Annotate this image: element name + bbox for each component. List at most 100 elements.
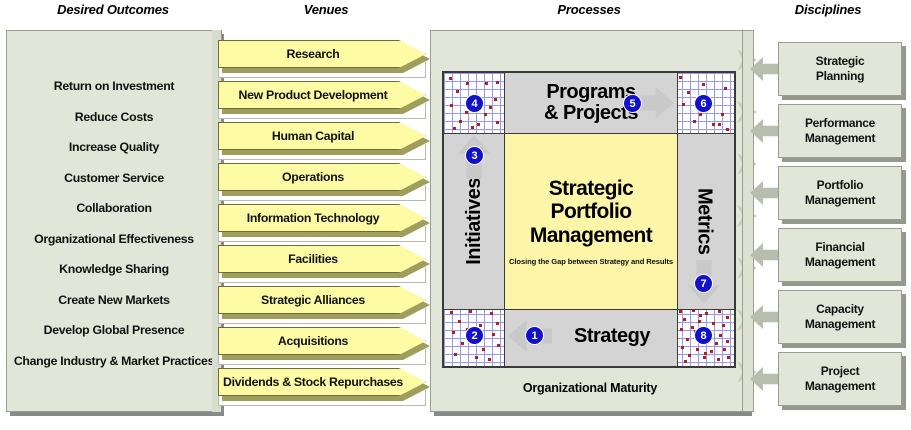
venue-arrow-row[interactable]: Operations <box>218 163 434 197</box>
disciplines-spine <box>742 30 754 412</box>
scatter-dot <box>482 348 485 351</box>
badge-6: 6 <box>695 95 712 112</box>
venue-arrow-row[interactable]: Information Technology <box>218 204 434 238</box>
outcome-item: Increase Quality <box>68 140 160 154</box>
scatter-dot <box>724 87 727 90</box>
scatter-dot <box>484 113 487 116</box>
venue-label: Operations <box>282 170 344 184</box>
processes-panel: Programs& Projects Initiatives Metrics S… <box>430 30 757 412</box>
organizational-maturity-label: Organizational Maturity <box>522 381 658 395</box>
scatter-dot <box>696 348 699 351</box>
band-strategy: Strategy <box>504 305 678 367</box>
processes-matrix: Programs& Projects Initiatives Metrics S… <box>442 71 736 368</box>
band-metrics-label: Metrics <box>693 188 716 255</box>
scatter-dot <box>489 106 492 109</box>
scatter-dot <box>719 334 722 337</box>
venue-label: Acquisitions <box>277 334 349 348</box>
venue-arrow-row[interactable]: Acquisitions <box>218 327 434 361</box>
scatter-dot <box>726 316 729 319</box>
scatter-dot <box>680 328 683 331</box>
venue-label: Dividends & Stock Repurchases <box>223 375 403 389</box>
column-header-1: Venues <box>303 2 349 17</box>
badge-7: 7 <box>695 275 712 292</box>
scatter-dot <box>458 320 461 323</box>
scatter-dot <box>712 123 715 126</box>
badge-8: 8 <box>695 327 712 344</box>
scatter-dot <box>699 113 702 116</box>
outcome-item: Knowledge Sharing <box>59 262 169 276</box>
scatter-dot <box>452 331 455 334</box>
scatter-dot <box>684 360 687 363</box>
column-header-3: Disciplines <box>794 2 862 17</box>
scatter-dot <box>461 342 464 345</box>
scatter-dot <box>471 126 474 129</box>
scatter-dot <box>699 314 702 317</box>
scatter-dot <box>715 342 718 345</box>
scatter-dot <box>679 310 682 313</box>
venue-arrow-row[interactable]: Facilities <box>218 245 434 279</box>
outcome-item: Customer Service <box>64 170 164 185</box>
scatter-dot <box>718 310 721 313</box>
scatter-dot <box>450 311 453 314</box>
scatter-dot <box>456 90 459 93</box>
venue-label: Information Technology <box>246 211 380 225</box>
outcome-item: Create New Markets <box>58 292 170 307</box>
column-header-2: Processes <box>557 2 621 17</box>
scatter-dot <box>450 104 453 107</box>
venue-arrow: Acquisitions <box>218 327 426 355</box>
venue-arrow-row[interactable]: New Product Development <box>218 81 434 115</box>
scatter-dot <box>712 322 715 325</box>
scatter-dot <box>466 82 469 85</box>
scatter-dot <box>496 322 499 325</box>
outcome-item: Collaboration <box>76 201 152 215</box>
scatter-dot <box>469 310 472 313</box>
scatter-dot <box>698 320 701 323</box>
venue-arrow: Facilities <box>218 245 426 273</box>
scatter-dot <box>704 352 707 355</box>
scatter-dot <box>717 358 720 361</box>
scatter-dot <box>496 81 499 84</box>
venue-arrow: Operations <box>218 163 426 191</box>
outcome-item: Organizational Effectiveness <box>34 231 194 246</box>
venue-arrow-row[interactable]: Research <box>218 40 434 74</box>
scatter-dot <box>710 350 713 353</box>
venue-label: Strategic Alliances <box>261 293 365 307</box>
venue-arrow: Dividends & Stock Repurchases <box>218 368 426 396</box>
venue-label: Research <box>286 47 340 61</box>
scatter-dot <box>693 120 696 123</box>
scatter-dot <box>485 82 488 85</box>
venue-arrow: Strategic Alliances <box>218 286 426 314</box>
band-initiatives-label: Initiatives <box>462 178 485 265</box>
scatter-dot <box>686 338 689 341</box>
venue-arrow-row[interactable]: Human Capital <box>218 122 434 156</box>
scatter-dot <box>691 326 694 329</box>
venue-arrow-row[interactable]: Strategic Alliances <box>218 286 434 320</box>
scatter-dot <box>726 128 729 131</box>
venue-arrow: Information Technology <box>218 204 426 232</box>
badge-5: 5 <box>624 95 641 112</box>
outcome-item: Reduce Costs <box>74 109 154 124</box>
scatter-dot <box>726 340 729 343</box>
scatter-dot <box>454 353 457 356</box>
venue-label: New Product Development <box>238 88 388 102</box>
venue-label: Human Capital <box>271 129 355 143</box>
scatter-dot <box>705 312 708 315</box>
scatter-dot <box>459 120 462 123</box>
venue-arrow-row[interactable]: Dividends & Stock Repurchases <box>218 368 434 402</box>
badge-1: 1 <box>526 327 543 344</box>
scatter-dot <box>492 333 495 336</box>
